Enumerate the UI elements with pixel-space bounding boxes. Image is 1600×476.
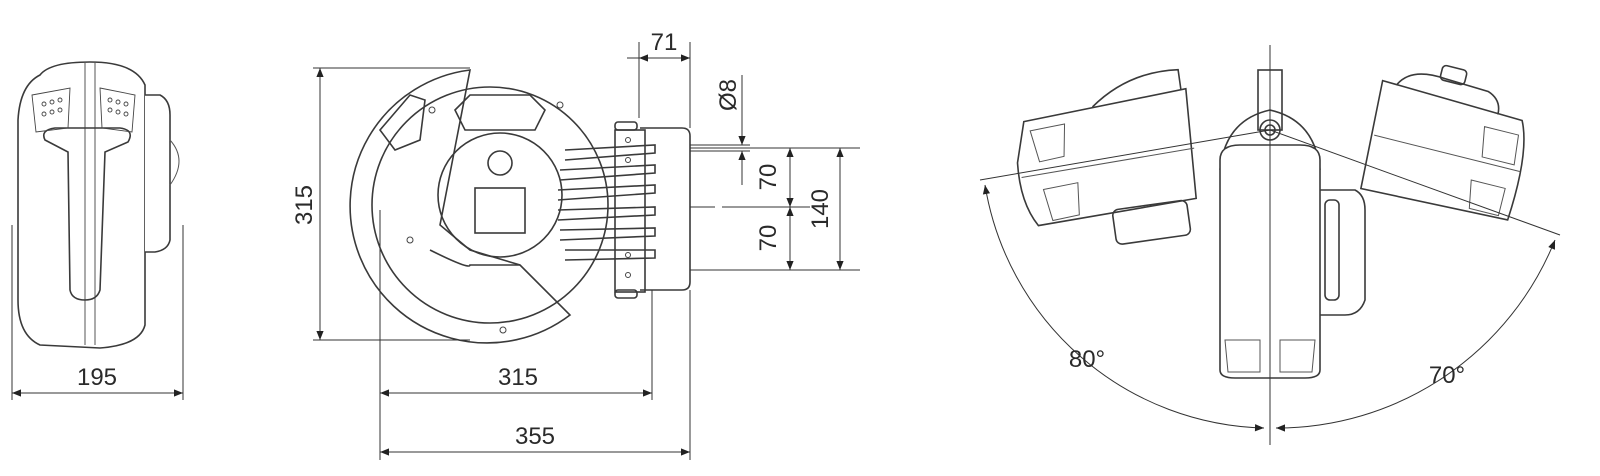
front-width-label: 315 xyxy=(498,364,538,391)
hole-spacing-lower-label: 70 xyxy=(755,225,782,252)
hole-diameter-label: Ø8 xyxy=(715,79,742,111)
right-rotation-angle-label: 70° xyxy=(1429,362,1465,389)
front-view: 315 315 355 71 Ø8 70 70 140 xyxy=(291,29,860,460)
side-width-label: 195 xyxy=(77,364,117,391)
front-height-label: 315 xyxy=(291,185,318,225)
swivel-view: 80° 70° xyxy=(979,45,1561,445)
grip-dots-icon xyxy=(31,87,136,133)
bracket-depth-label: 71 xyxy=(651,29,678,56)
overall-width-label: 355 xyxy=(515,423,555,450)
side-view: 195 xyxy=(11,61,184,400)
left-rotation-angle-label: 80° xyxy=(1069,346,1105,373)
hole-spacing-total-label: 140 xyxy=(807,189,834,229)
hose-guide-rollers xyxy=(557,144,656,261)
hole-spacing-upper-label: 70 xyxy=(755,164,782,191)
